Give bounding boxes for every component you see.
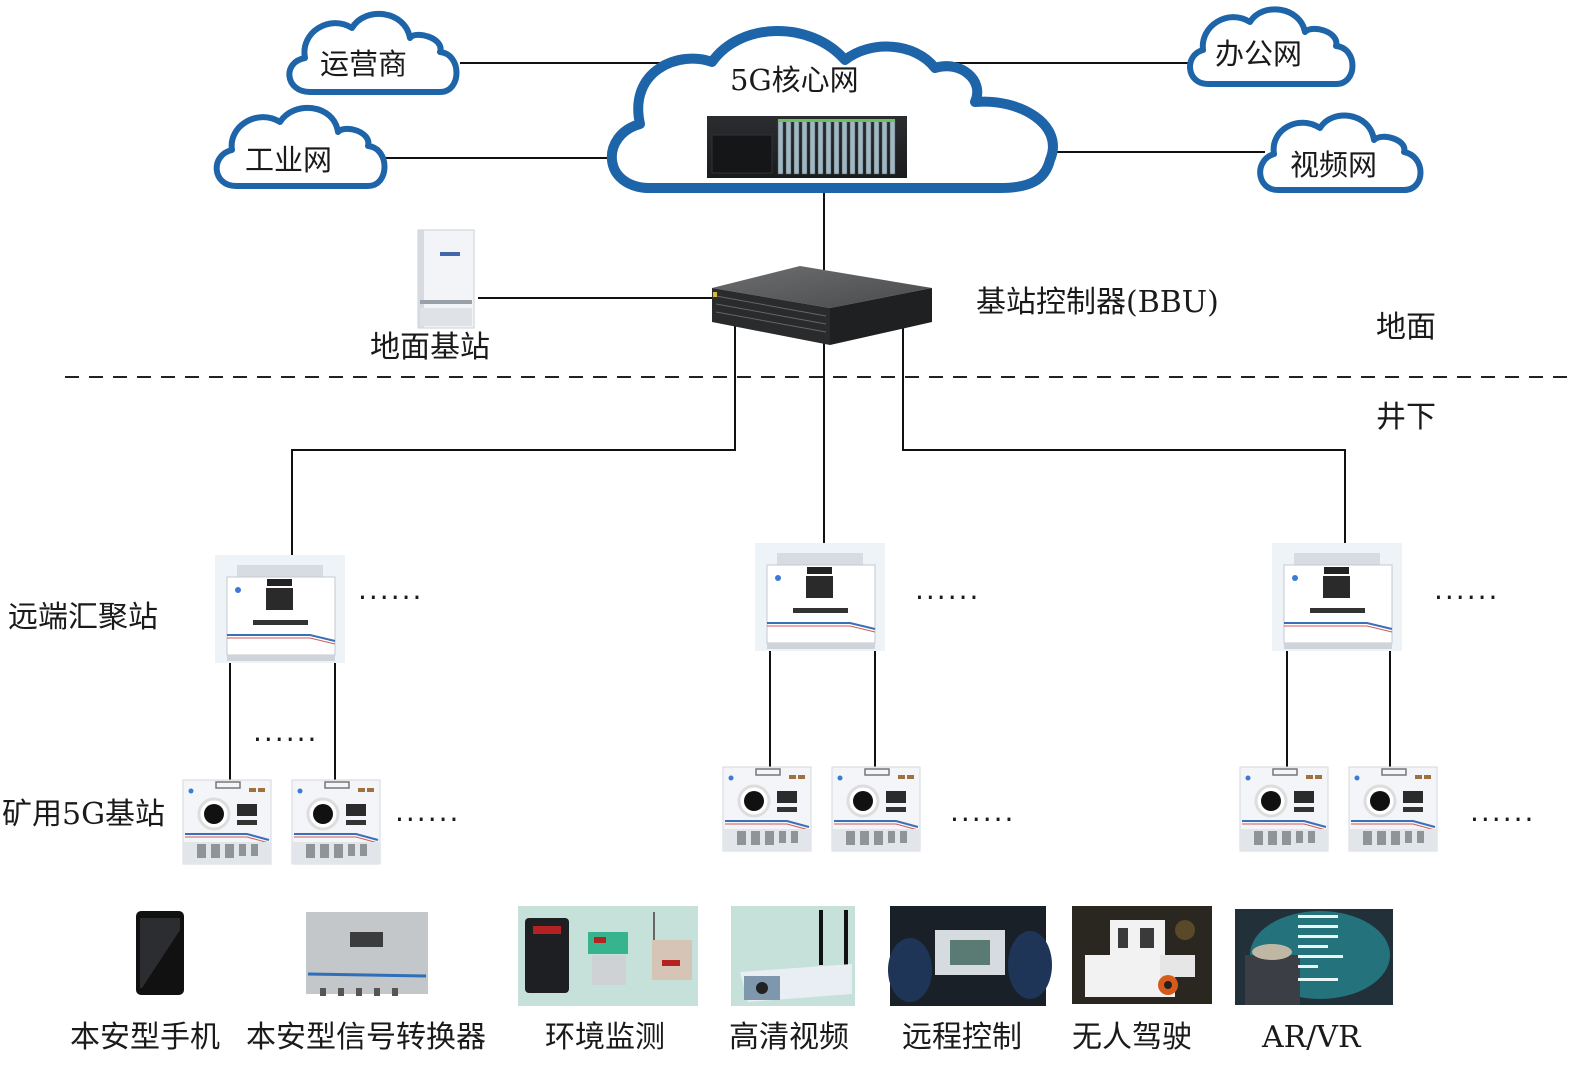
mine-5g-base-station-icon [182,779,272,865]
mine-base-station-icons [182,766,1438,865]
mine-5g-base-station-icon [831,766,921,852]
core-label: 5G核心网 [730,63,859,97]
zone-above-label: 地面 [1376,310,1436,345]
mine-5g-base-station-icon [291,779,381,865]
mine-5g-base-station-icon [722,766,812,852]
cloud-industrial [213,104,388,189]
terminal-label-hd-video: 高清视频 [729,1020,849,1055]
terminal-label-driverless: 无人驾驶 [1072,1020,1192,1055]
ellipsis: ······ [253,723,319,756]
zone-below-label: 井下 [1376,400,1436,435]
terminal-label-remote-control: 远程控制 [902,1020,1022,1055]
hd-camera-icon [731,906,855,1006]
external-clouds [213,6,1424,193]
ellipsis: ······ [915,581,981,614]
ellipsis: ······ [1470,803,1536,836]
connection-lines [229,62,1391,785]
bbu-label: 基站控制器(BBU) [976,285,1219,320]
link-bbu-agg-left [291,320,736,558]
terminal-label-ar-vr: AR/VR [1262,1020,1361,1055]
cloud-video-label: 视频网 [1290,148,1377,182]
terminal-label-environment: 环境监测 [545,1020,665,1055]
terminal-label-phone: 本安型手机 [70,1020,220,1055]
cloud-office [1187,6,1356,87]
ar-vr-icon [1235,909,1393,1005]
link-bbu-agg-right [902,325,1346,545]
aggregation-station-icons [215,543,1402,663]
signal-converter-icon [306,912,428,996]
aggregation-station-icon [215,555,345,663]
mine-5g-base-station-icon [1239,766,1329,852]
ellipsis: ······ [950,803,1016,836]
aggregation-station-icon [1272,543,1402,651]
cloud-office-label: 办公网 [1215,37,1302,71]
ground-base-station-icon [417,229,475,329]
core-server-icon [707,116,907,178]
cloud-operator-label: 运营商 [320,47,407,81]
phone-icon [136,911,184,995]
ellipsis: ······ [358,581,424,614]
mine-5g-base-station-icon [1348,766,1438,852]
remote-control-icon [888,906,1052,1006]
ellipsis: ······ [395,803,461,836]
ellipsis: ······ [1434,581,1500,614]
driverless-vehicle-icon [1072,906,1212,1004]
cloud-industrial-label: 工业网 [245,143,332,177]
aggregation-station-icon [755,543,885,651]
bbu-device-icon [712,266,932,345]
cloud-operator [286,10,460,95]
aggregation-layer-label: 远端汇聚站 [8,600,158,635]
terminal-label-converter: 本安型信号转换器 [246,1020,486,1055]
terminal-device-icons [136,906,1393,1006]
base-station-layer-label: 矿用5G基站 [2,797,166,832]
environment-monitor-icon [518,906,698,1006]
ground-station-label: 地面基站 [370,330,490,365]
cloud-video [1257,112,1424,193]
